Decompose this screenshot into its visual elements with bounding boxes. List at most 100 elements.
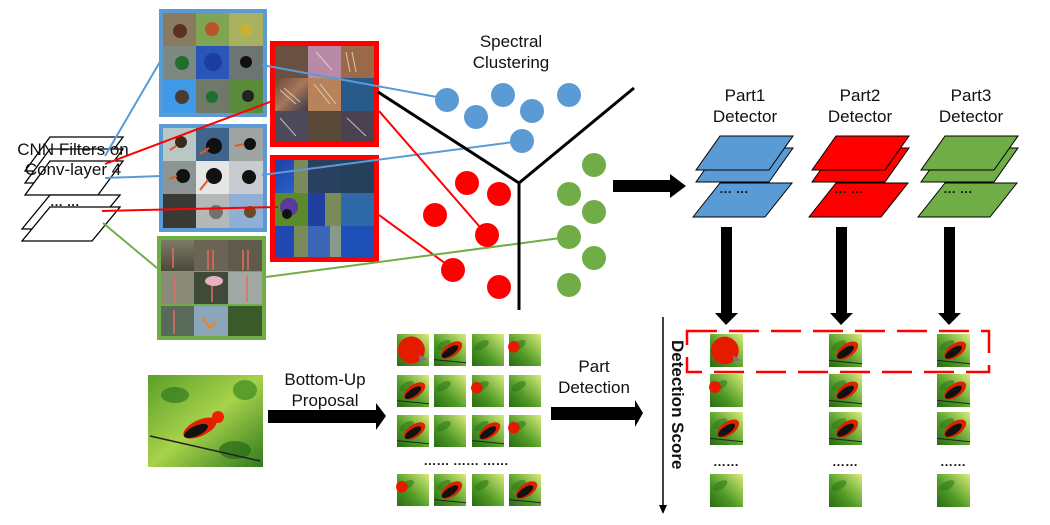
image-patch [508,415,541,447]
arrow-down-icon [830,227,853,325]
cluster-point [487,275,511,299]
image-patch [509,375,541,407]
filter-ellipsis: … … [50,194,80,209]
connector-blue [261,140,522,176]
cluster-point [557,273,581,297]
detector-subtitle: Detector [713,107,778,126]
image-patch [433,474,467,506]
image-patch [471,415,505,447]
connector-red [104,99,276,165]
cluster-point [582,153,606,177]
image-patch [434,415,466,447]
connector-green [102,222,158,269]
part1-detector: Part1 Detector … … [691,86,794,218]
image-patch [472,474,504,506]
detector-ellipsis: … … [943,181,973,196]
cluster-point [464,105,488,129]
detection-score-label: Detection Score [668,340,687,469]
filter-plane [20,206,122,242]
image-patch [472,334,504,366]
image-patch [396,375,430,407]
detection-score-axis [659,317,667,514]
image-patch [434,375,466,407]
green-cluster [557,153,606,297]
proposal-grid [396,334,542,506]
detector-subtitle: Detector [939,107,1004,126]
image-patch [508,474,542,506]
cluster-point [557,225,581,249]
filter-group-2 [159,124,267,232]
part-detection-label-line2: Detection [558,378,630,397]
spectral-label-line2: Clustering [473,53,550,72]
image-patch [710,334,743,367]
cluster-point [557,182,581,206]
image-patch [828,412,863,445]
arrow-right-icon [551,400,643,427]
filter-group-3 [157,236,266,340]
cluster-point [557,83,581,107]
detector-ellipsis: … … [834,181,864,196]
detector-title: Part1 [725,86,766,105]
image-patch [710,474,743,507]
image-patch [828,334,863,367]
bottom-up-label-line1: Bottom-Up [284,370,365,389]
connector-red [101,206,279,212]
cluster-point [487,182,511,206]
bottom-up-label-line2: Proposal [291,391,358,410]
filter-group-1 [159,9,267,117]
connector-blue [261,64,449,100]
image-patch [936,374,971,407]
connector-red [378,110,487,235]
image-patch [397,334,429,366]
blue-cluster [435,83,581,153]
arrow-right-icon [268,403,386,430]
image-patch [936,334,971,367]
cluster-point [491,83,515,107]
input-image [148,375,263,467]
image-patch [937,474,970,507]
image-patch [433,334,467,366]
detector-ellipsis: … … [719,181,749,196]
arrow-down-icon [938,227,961,325]
red-cluster [423,171,511,299]
cluster-point [582,200,606,224]
part2-detector: Part2 Detector … … [807,86,910,218]
cluster-point [423,203,447,227]
spectral-label-line1: Spectral [480,32,542,51]
detector-title: Part3 [951,86,992,105]
cluster-point [582,246,606,270]
arrow-right-icon [613,174,686,198]
cluster-point [441,258,465,282]
proposal-ellipsis: …… …… …… [423,453,508,468]
cluster-separator [377,86,635,310]
column-ellipsis: …… [832,454,858,469]
cluster-point [475,223,499,247]
top-detection-highlight [685,329,991,374]
part-detection-label-line1: Part [578,357,609,376]
connector-red [378,214,454,270]
image-patch [508,334,541,366]
image-patch [709,412,744,445]
image-grid [163,13,263,113]
filter-group-4 [270,41,379,147]
detection-results: ……………… [709,334,971,507]
connection-lines [101,59,569,278]
arrow-down-icon [715,227,738,325]
cnn-filters-label-line2: Conv-layer 4 [25,160,121,179]
image-patch [396,415,430,447]
cluster-point [455,171,479,195]
image-patch [471,375,504,407]
image-patch [936,412,971,445]
cnn-filters-label-line1: CNN Filters on [17,140,128,159]
detector-subtitle: Detector [828,107,893,126]
column-ellipsis: …… [713,454,739,469]
image-patch [709,374,743,407]
detector-title: Part2 [840,86,881,105]
filter-group-5 [270,155,379,262]
cluster-point [435,88,459,112]
connector-blue [104,59,162,157]
connector-blue [104,175,162,179]
image-patch [829,474,862,507]
image-patch [396,474,429,506]
